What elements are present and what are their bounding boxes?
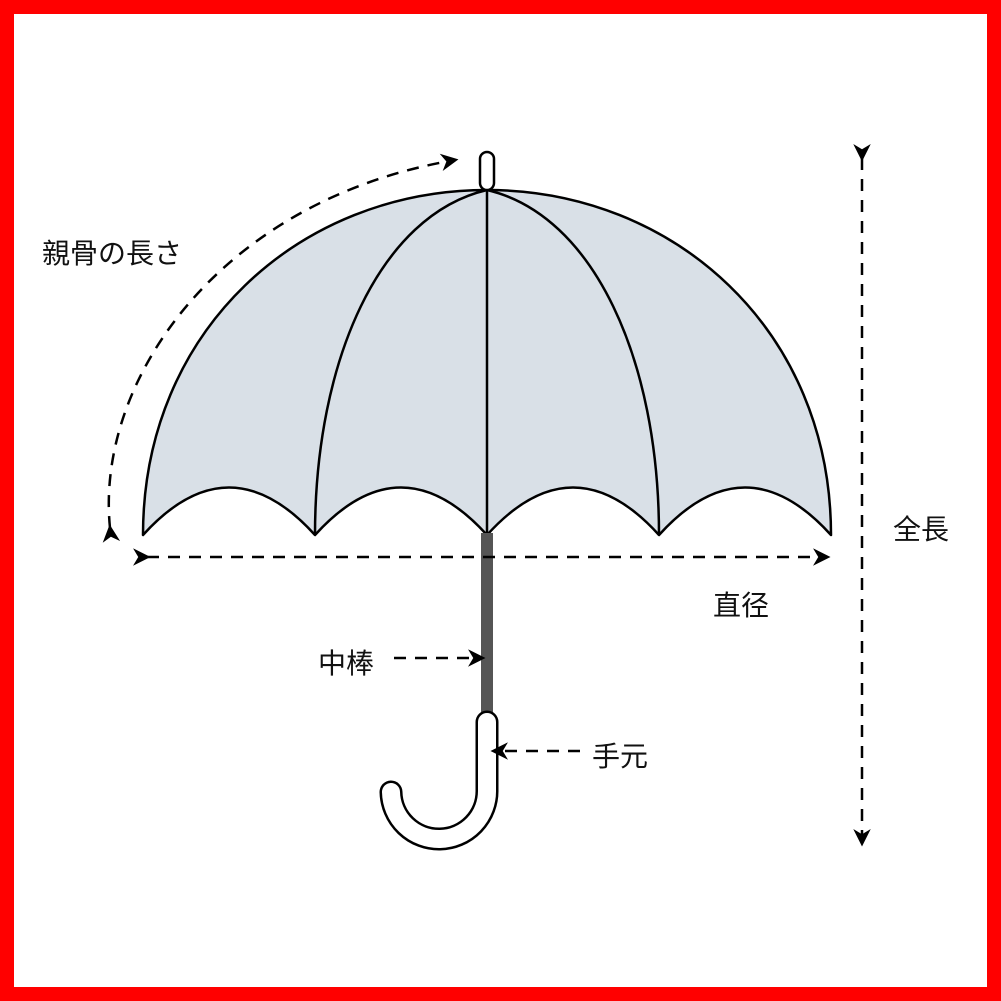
umbrella-rib-right [486, 188, 661, 536]
total-length-label: 全長 [893, 513, 950, 546]
umbrella-handle [379, 710, 499, 851]
umbrella-shaft [481, 533, 493, 713]
shaft-label: 中棒 [318, 647, 375, 680]
diameter-label: 直径 [713, 589, 770, 622]
handle-label: 手元 [592, 740, 649, 773]
rib-length-label: 親骨の長さ [42, 237, 183, 270]
rib-length-arrow [102, 153, 459, 543]
umbrella-tip [478, 150, 496, 192]
